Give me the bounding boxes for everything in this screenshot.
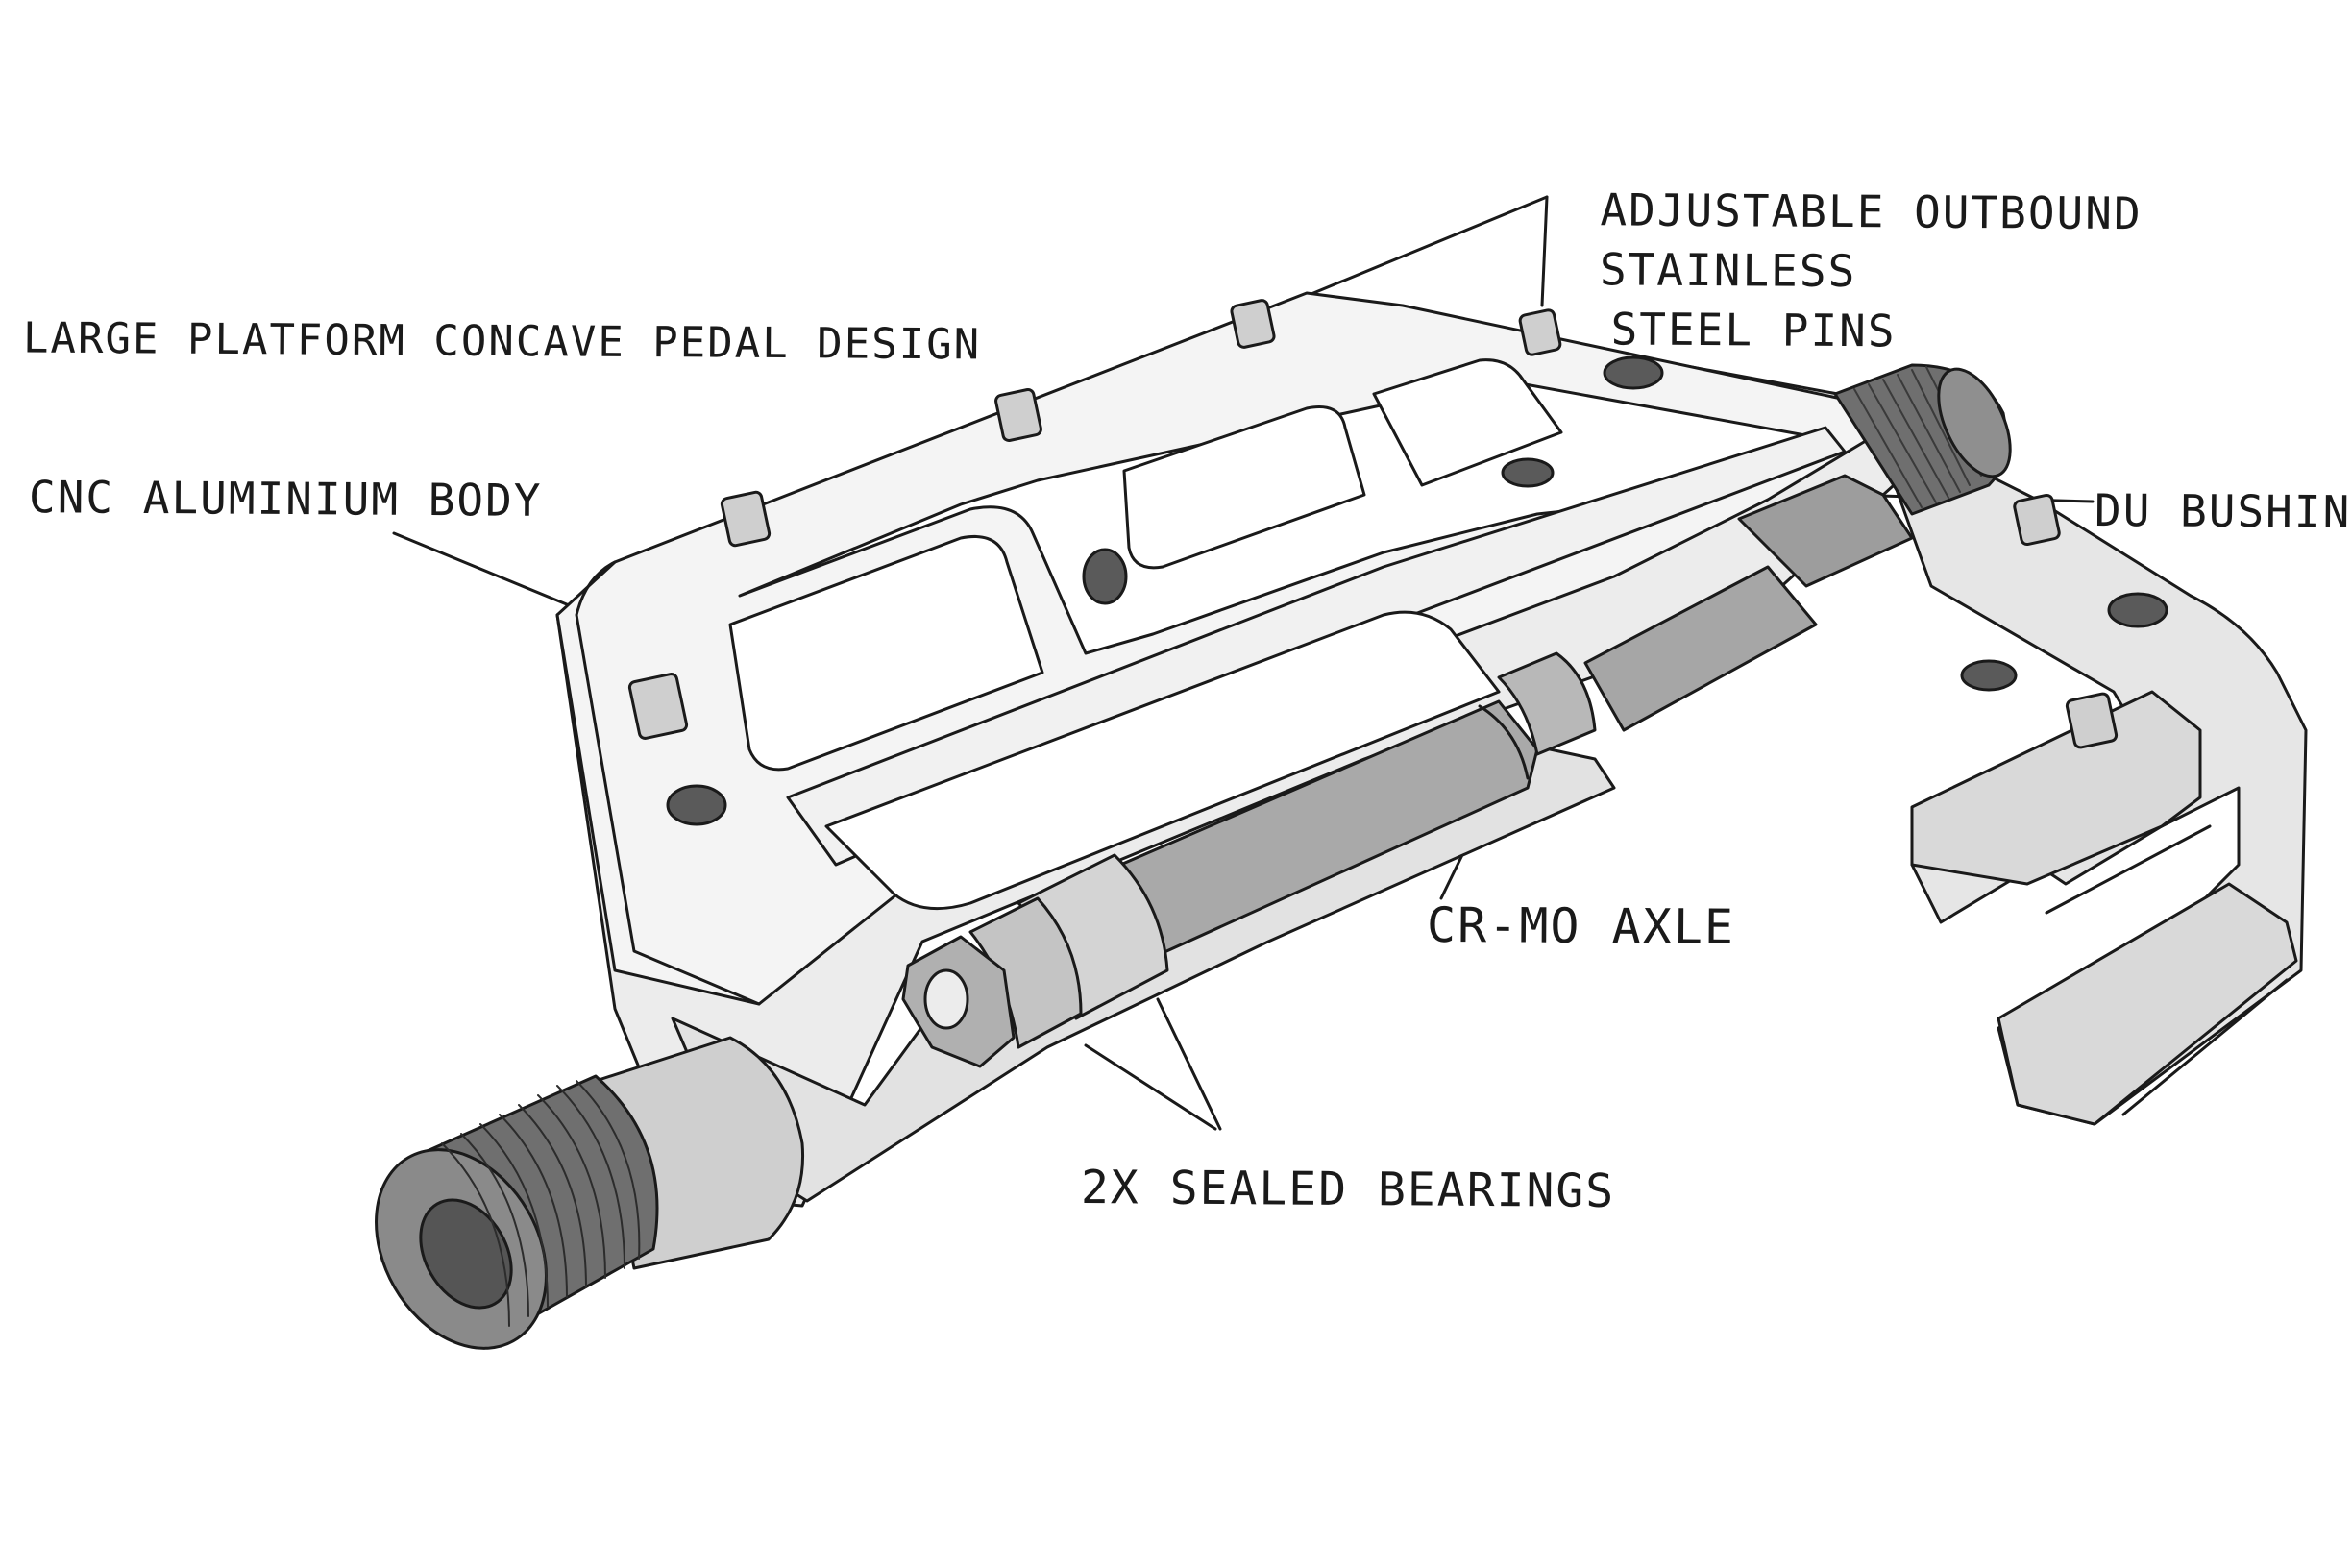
crank-thread-end [1937,367,2012,478]
callout-body: CNC Aluminium Body [28,471,543,527]
pin-holes [666,355,2168,826]
pedal-right-foot-upper [1910,690,2202,886]
pedal-inner-opening [824,610,1501,911]
pins [627,299,2119,749]
callout-pins: Adjustable outbound stainless steel pins [1599,180,2349,363]
leader-line-pins-b [1540,195,1549,307]
leader-line-pins-a [1300,195,1549,300]
callout-bearings: 2x Sealed Bearings [1080,1161,1616,1218]
axle-rear [1583,565,1818,732]
callout-pins-line2: steel pins [1610,303,1897,357]
pedal-window-3 [1372,358,1563,487]
callout-platform: Large platform concave pedal design [22,313,982,370]
bushing [1737,474,1914,588]
axle-collar [1497,651,1597,756]
nut-center [923,968,969,1030]
callout-bushing: DU Bushing [2094,483,2352,539]
leader-line-bearings-a [1084,1043,1217,1131]
pedal-window-2 [1122,405,1366,570]
leader-line-bearings-b [1156,997,1222,1131]
callout-axle: CR-MO AXLE [1426,896,1736,956]
pedal-right-foot-lower [1997,882,2298,1126]
callout-pins-line1: Adjustable outbound stainless [1599,184,2143,298]
pedal-window-1 [728,534,1044,772]
